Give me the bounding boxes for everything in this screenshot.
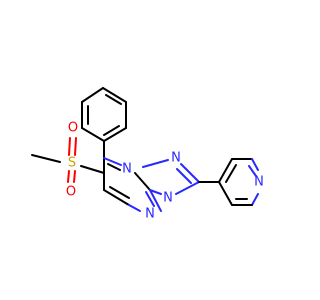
molecule-structure: S O O N N N N N	[31, 87, 264, 222]
phenyl-bond-1	[102, 87, 127, 103]
nitrogen-atom-label-pyridine: N	[254, 175, 264, 190]
pyridine-bond-3	[251, 158, 259, 171]
phenyl-inner-1	[105, 94, 122, 105]
pyridine-bond-6	[218, 181, 233, 206]
phenyl-bond-3	[103, 127, 127, 142]
bond-s-o-up-left	[68, 137, 71, 156]
atom-labels: S O O N N N N N	[66, 121, 264, 222]
pyridine-ring	[198, 158, 259, 206]
phenyl-bond-4	[81, 127, 105, 142]
nitrogen-atom-label-bridgehead: N	[122, 162, 132, 177]
nitrogen-atom-label-triazole-top: N	[171, 151, 181, 166]
pyridine-inner-1	[225, 164, 237, 183]
oxygen-atom-label-top: O	[68, 121, 78, 136]
pyridine-inner-2	[248, 165, 257, 177]
bond-s-o-up-right	[74, 137, 77, 156]
bond-n1-n2	[142, 159, 169, 168]
pyrimidine-ring	[103, 157, 162, 212]
triazole-ring	[142, 159, 200, 195]
bond-n4-c3a	[149, 189, 162, 212]
nitrogen-atom-label-pyrimidine: N	[145, 207, 155, 222]
bond-c2-n3	[175, 181, 200, 195]
pyridine-bond-4	[251, 193, 259, 206]
bond-n4-c3a-inner	[145, 191, 155, 207]
bond-s-o-down-right	[73, 170, 76, 183]
bond-methyl-s	[31, 154, 61, 163]
bond-n2-c2	[180, 163, 200, 183]
bond-c3a-n1	[134, 172, 151, 191]
sulfur-atom-label: S	[68, 156, 76, 171]
phenyl-inner-2	[103, 125, 120, 136]
bond-s-o-down-left	[67, 170, 70, 183]
bond-c5-n4	[128, 204, 141, 212]
bond-c6-c5	[103, 189, 130, 206]
nitrogen-atom-label-triazole-bottom: N	[163, 191, 173, 206]
phenyl-bond-6	[81, 87, 104, 103]
bond-n3-c3a	[149, 189, 162, 195]
oxygen-atom-label-bottom: O	[66, 185, 76, 200]
bond-n2-c2-inner	[176, 168, 192, 184]
phenyl-ring	[81, 87, 127, 159]
pyridine-bond-1	[218, 158, 233, 183]
bond-c7-c7a-inner	[107, 163, 121, 171]
bond-c6-c5-inner	[109, 186, 130, 199]
methylsulfonyl-group	[31, 137, 105, 183]
bond-n1-c7	[103, 157, 122, 166]
bond-s-c6	[80, 165, 105, 174]
